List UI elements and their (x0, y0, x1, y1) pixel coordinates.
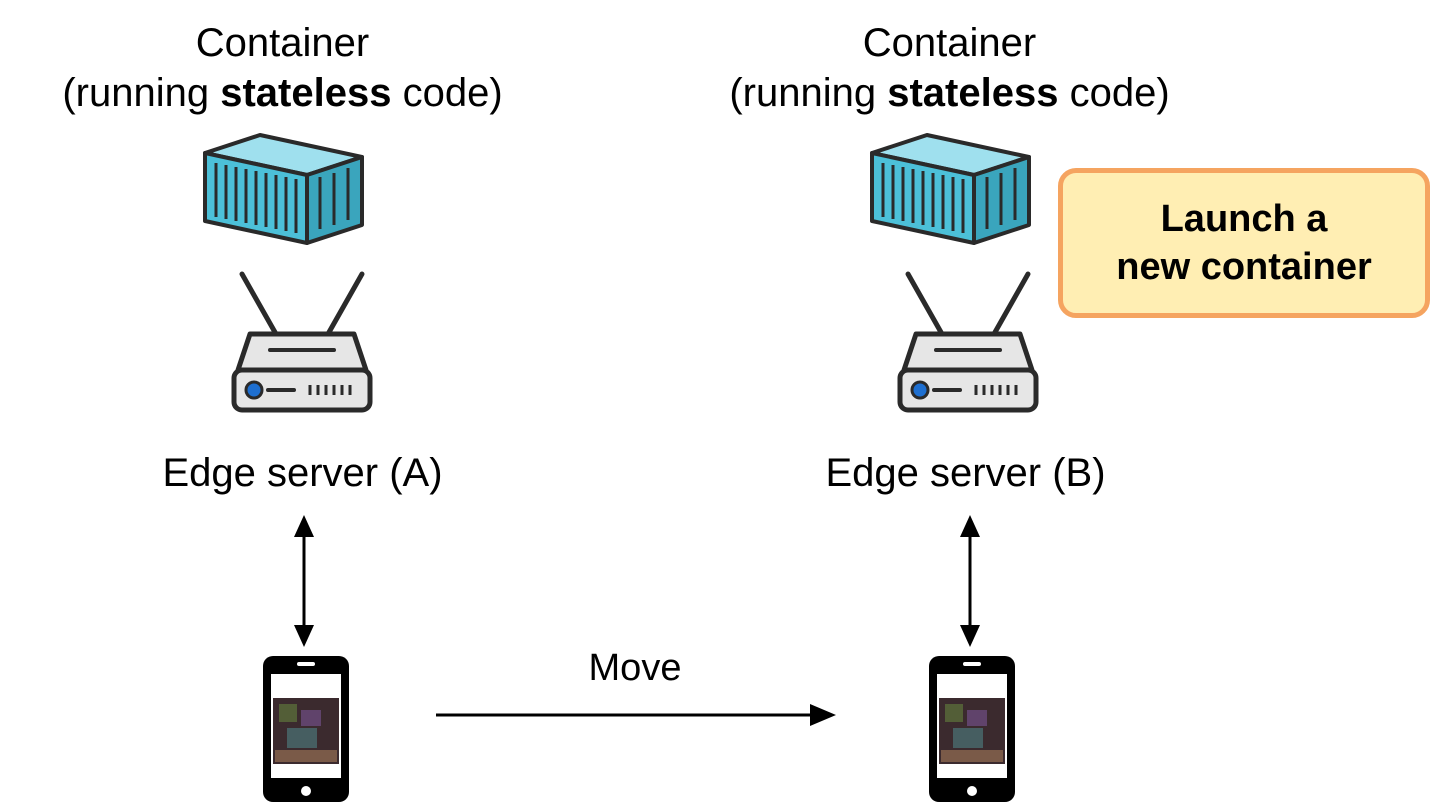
right-container-title-line2: (running stateless code) (729, 71, 1170, 115)
move-arrow (436, 704, 836, 726)
container-icon (870, 133, 1031, 245)
move-label: Move (588, 647, 682, 689)
left-container-title: Container (running stateless code) (0, 18, 565, 118)
container-icon (203, 133, 364, 245)
callout-line1: Launch a (1160, 198, 1328, 240)
server-phone-link-arrow-b (960, 515, 980, 647)
left-container-title-line1: Container (195, 21, 370, 65)
edge-server-b-label: Edge server (B) (825, 451, 1106, 495)
launch-container-callout: Launch a new container (1058, 168, 1430, 318)
callout-line2: new container (1116, 246, 1372, 288)
edge-server-a-label: Edge server (A) (162, 451, 443, 495)
right-container-title-line1: Container (862, 21, 1037, 65)
smartphone-icon (929, 656, 1015, 802)
smartphone-icon (263, 656, 349, 802)
router-icon (897, 271, 1039, 413)
server-phone-link-arrow-a (294, 515, 314, 647)
right-container-title: Container (running stateless code) (667, 18, 1232, 118)
left-container-title-line2: (running stateless code) (62, 71, 503, 115)
router-icon (231, 271, 373, 413)
